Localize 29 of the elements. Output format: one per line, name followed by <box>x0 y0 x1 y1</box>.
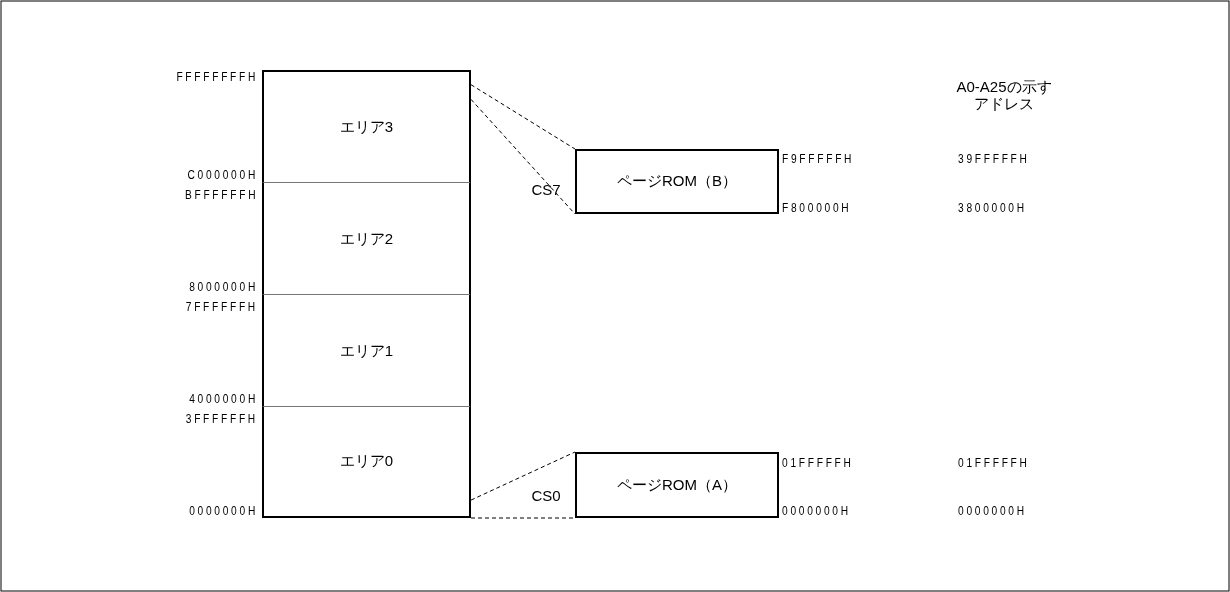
address-label: C000000H <box>187 168 258 182</box>
address-label: 0000000H <box>958 504 1027 518</box>
address-label: 4000000H <box>189 392 258 406</box>
connector-line <box>470 451 576 501</box>
address-label: 39FFFFFH <box>958 152 1030 166</box>
memory-block-box: ページROM（A） <box>575 452 779 518</box>
memory-area-cell: エリア2 <box>262 182 471 295</box>
address-label: 01FFFFFH <box>958 456 1030 470</box>
address-label: 01FFFFFH <box>782 456 854 470</box>
address-label: 8000000H <box>189 280 258 294</box>
memory-area-cell: エリア0 <box>262 406 471 518</box>
chip-select-label: CS7 <box>530 181 562 198</box>
address-label: F800000H <box>782 201 852 215</box>
connector-line <box>470 84 576 150</box>
address-label: 3FFFFFFH <box>185 412 258 426</box>
connector-line <box>470 98 576 215</box>
memory-area-cell: エリア1 <box>262 294 471 407</box>
memory-block-box: ページROM（B） <box>575 149 779 214</box>
connector-line <box>470 517 576 519</box>
address-label: 0000000H <box>782 504 851 518</box>
address-label: BFFFFFFH <box>184 188 258 202</box>
memory-area-cell: エリア3 <box>262 70 471 183</box>
address-label: 3800000H <box>958 201 1027 215</box>
column-heading: A0-A25の示すアドレス <box>955 78 1053 112</box>
address-label: FFFFFFFFH <box>176 70 258 84</box>
address-label: 7FFFFFFH <box>185 300 258 314</box>
address-label: 0000000H <box>189 504 258 518</box>
address-label: F9FFFFFH <box>782 152 855 166</box>
chip-select-label: CS0 <box>530 487 562 504</box>
